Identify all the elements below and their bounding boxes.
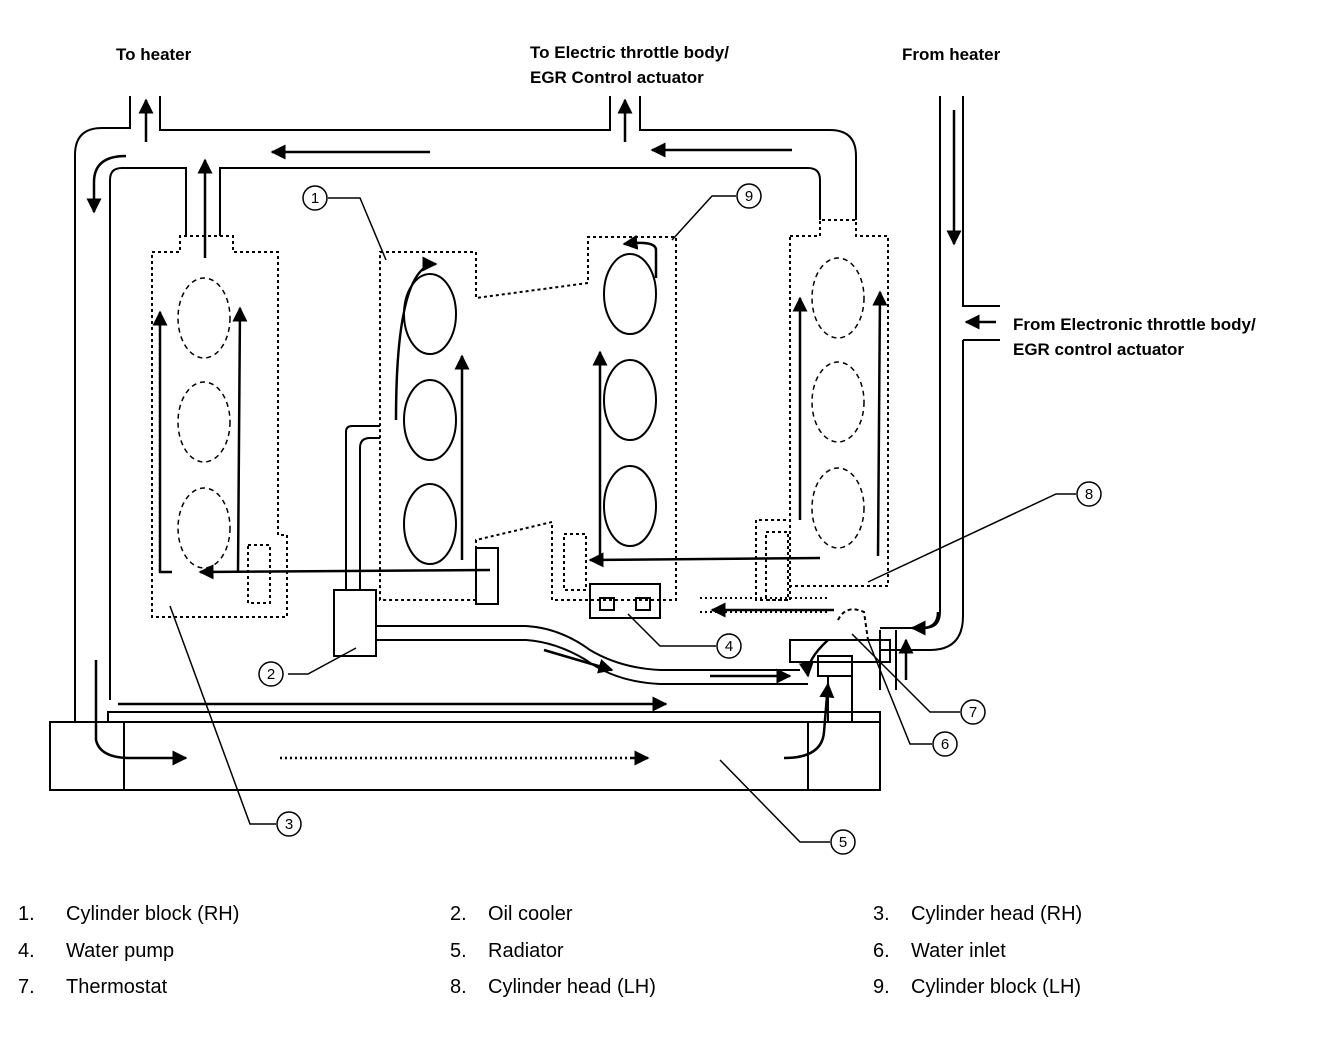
from-heater-label: From heater — [902, 45, 1001, 64]
cylinder-bores — [177, 257, 865, 569]
callout-8-number: 8 — [1085, 486, 1093, 503]
legend-number: 9. — [873, 976, 890, 998]
callout-4-number: 4 — [725, 638, 733, 655]
legend-number: 8. — [450, 976, 467, 998]
callout-2-number: 2 — [267, 666, 275, 683]
legend-number: 5. — [450, 940, 467, 962]
callout-leaders — [169, 195, 1076, 843]
callout-7 — [960, 699, 986, 725]
flow-arrows — [86, 98, 996, 766]
legend-label: Cylinder head (LH) — [488, 976, 656, 998]
callout-5-number: 5 — [839, 834, 847, 851]
callout-9 — [736, 183, 762, 209]
callout-9-number: 9 — [745, 188, 753, 205]
legend-number: 4. — [18, 940, 35, 962]
from-etb-label-line2: EGR control actuator — [1013, 340, 1184, 359]
callout-3-number: 3 — [285, 816, 293, 833]
legend-number: 6. — [873, 940, 890, 962]
callout-4 — [716, 633, 742, 659]
legend-number: 1. — [18, 903, 35, 925]
legend-label: Cylinder block (RH) — [66, 903, 240, 925]
legend-label: Cylinder block (LH) — [911, 976, 1082, 998]
coolant-passages — [49, 96, 1000, 791]
to-heater-label: To heater — [116, 45, 192, 64]
coolant-flow-diagram: To heater To Electric throttle body/ EGR… — [49, 43, 1256, 855]
callout-6 — [932, 731, 958, 757]
legend-number: 2. — [450, 903, 467, 925]
callout-1-number: 1 — [311, 190, 319, 207]
legend-label: Radiator — [488, 940, 564, 962]
callout-6-number: 6 — [941, 736, 949, 753]
from-etb-label-line1: From Electronic throttle body/ — [1013, 315, 1256, 334]
legend-label: Oil cooler — [488, 903, 573, 925]
legend-label: Water pump — [66, 940, 175, 962]
to-etb-label-line1: To Electric throttle body/ — [530, 43, 729, 62]
callout-markers: 1 2 3 4 5 6 7 8 9 — [258, 183, 1102, 855]
cylinder-block-bores — [403, 253, 657, 565]
callout-5 — [830, 829, 856, 855]
legend-label: Water inlet — [911, 940, 1006, 962]
legend-number: 7. — [18, 976, 35, 998]
callout-1 — [302, 185, 328, 211]
legend-number: 3. — [873, 903, 890, 925]
legend-label: Thermostat — [66, 976, 168, 998]
callout-2 — [258, 661, 284, 687]
callout-7-number: 7 — [969, 704, 977, 721]
callout-8 — [1076, 481, 1102, 507]
to-etb-label-line2: EGR Control actuator — [530, 68, 704, 87]
legend-label: Cylinder head (RH) — [911, 903, 1083, 925]
callout-3 — [276, 811, 302, 837]
